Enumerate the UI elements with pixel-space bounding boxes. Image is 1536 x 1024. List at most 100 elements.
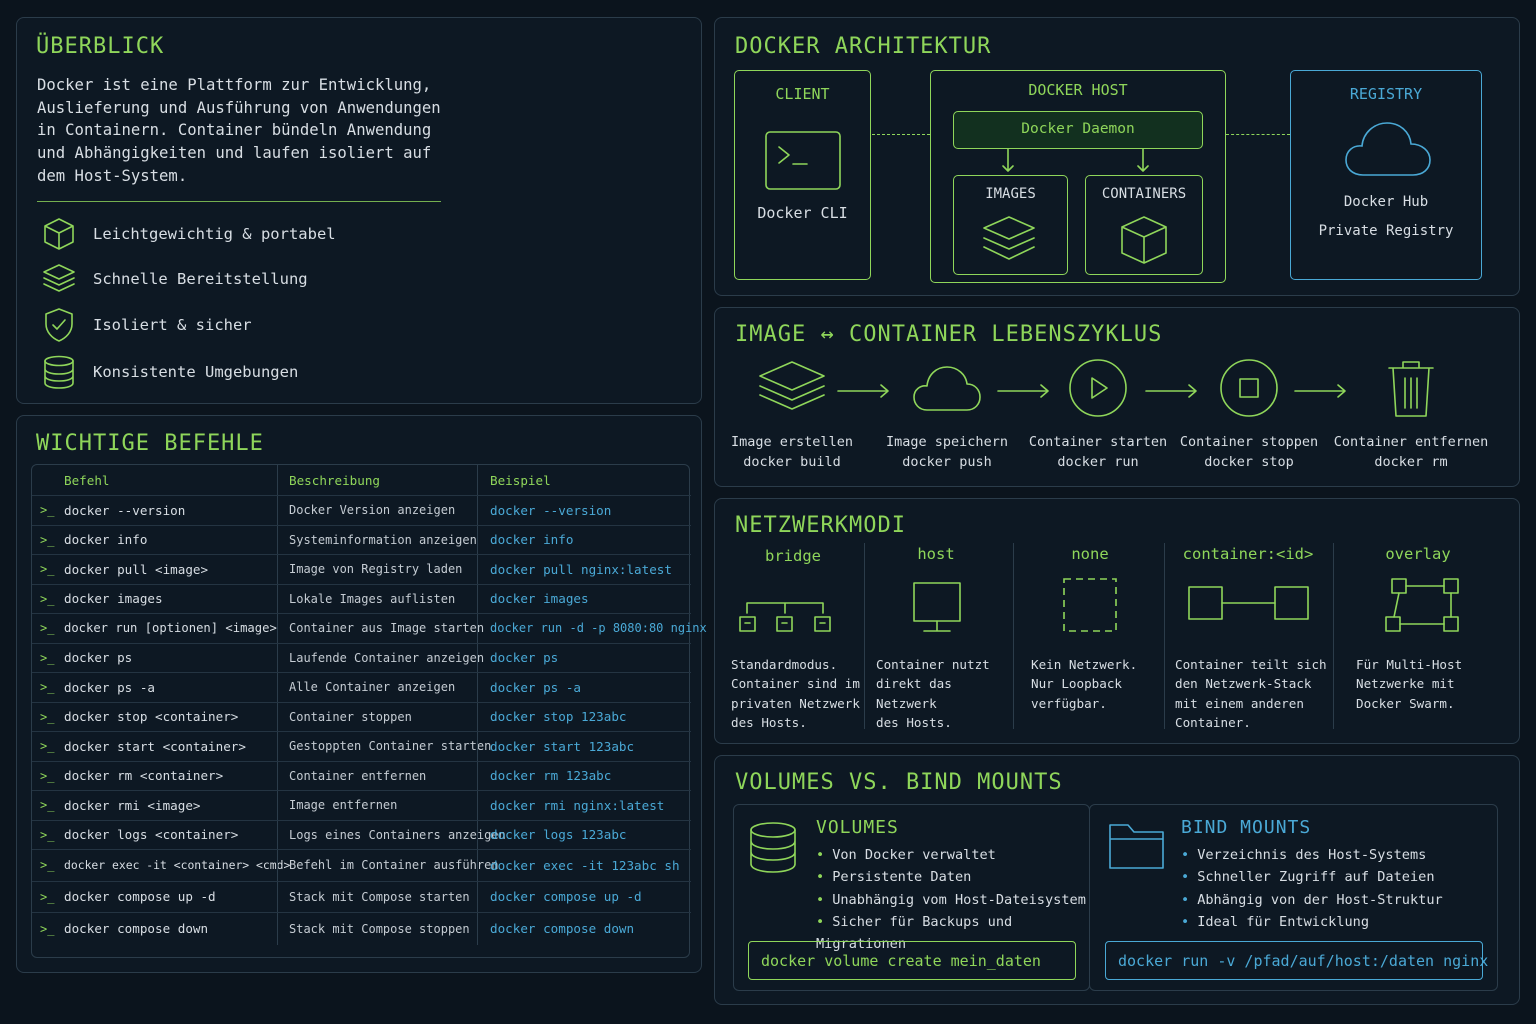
divider [864,543,865,729]
arrow-right-icon [997,384,1049,398]
layers-icon [983,216,1035,260]
arrow-right-icon [1145,384,1197,398]
list-item: Sicher für Backups und Migrationen [816,911,1089,956]
terminal-prompt-icon: >_ [40,798,55,813]
mode-name: container:<id> [1182,545,1314,563]
cloud-icon [913,366,981,411]
arrow-down-icon [1137,148,1149,172]
terminal-icon [765,131,841,190]
list-item: Ideal für Entwicklung [1181,911,1443,933]
connector-line [1226,134,1290,135]
client-box: CLIENT Docker CLI [734,70,871,280]
feature-label: Leichtgewichtig & portabel [93,225,336,243]
docker-host-title: DOCKER HOST [1028,81,1128,99]
terminal-prompt-icon: >_ [40,621,55,636]
command-cell: docker ps -a [64,679,155,695]
terminal-prompt-icon: >_ [40,921,55,936]
desc-line: mit einem anderen [1175,695,1304,711]
description-cell: Alle Container anzeigen [277,673,477,702]
commands-panel: WICHTIGE BEFEHLE Befehl Beschreibung Bei… [16,415,707,973]
desc-line: direkt das Netzwerk [876,676,952,711]
example-cell: docker ps -a [477,673,691,702]
terminal-prompt-icon: >_ [40,650,55,665]
command-cell: docker --version [64,502,186,518]
desc-line: Für Multi-Host [1356,657,1463,672]
command-cell: docker compose up -d [64,889,216,905]
example-cell: docker pull nginx:latest [477,555,691,584]
cloud-icon [1345,122,1431,176]
divider [37,201,441,202]
command-cell: docker exec -it <container> <cmd> [64,858,291,873]
header-beschreibung: Beschreibung [277,465,477,495]
step-label: Container entfernen [1333,434,1489,450]
volume-command: docker volume create mein_daten [748,941,1076,980]
registry-line1: Docker Hub [1343,194,1429,210]
desc-line: Container teilt sich [1175,657,1327,672]
table-row: >_docker stop <container>Container stopp… [32,702,691,732]
description-cell: Stack mit Compose starten [277,881,477,912]
header-beispiel: Beispiel [477,465,691,495]
description-cell: Image von Registry laden [277,555,477,584]
images-box: IMAGES [953,175,1068,275]
mode-description: Container nutzt direkt das Netzwerk des … [876,655,1016,732]
description-cell: Container entfernen [277,761,477,790]
database-icon [750,822,796,873]
command-cell: docker ps [64,650,133,666]
volumes-box-title: VOLUMES [816,817,899,838]
terminal-prompt-icon: >_ [40,858,55,873]
command-cell: docker logs <container> [64,827,239,843]
step-command: docker stop [1204,454,1294,470]
step-label: Container starten [1028,434,1168,450]
description-cell: Befehl im Container ausführen [277,850,499,881]
description-cell: Gestoppten Container starten [277,732,491,761]
overview-title: ÜBERBLICK [36,34,165,59]
docker-daemon-box: Docker Daemon [953,111,1203,149]
feature-item: Schnelle Bereitstellung [41,261,308,297]
feature-item: Konsistente Umgebungen [41,354,298,390]
desc-line: des Hosts. [731,714,807,730]
example-cell: docker logs 123abc [477,820,691,849]
desc-line: Kein Netzwerk. [1031,657,1138,672]
terminal-prompt-icon: >_ [40,889,55,904]
layers-icon [759,361,825,410]
table-row: >_ docker compose up -d Stack mit Compose … [32,881,691,913]
header-befehl: Befehl [64,472,110,488]
mode-name: bridge [765,547,821,565]
terminal-prompt-icon: >_ [40,680,55,695]
desc-line: Standardmodus. [731,657,838,672]
play-icon [1069,359,1127,417]
mode-name: overlay [1385,545,1451,563]
feature-item: Leichtgewichtig & portabel [41,216,336,252]
registry-line2: Private Registry [1318,223,1454,239]
command-cell: docker run [optionen] <image> [64,621,277,636]
example-cell: docker exec -it 123abc sh [477,850,691,881]
example-cell: docker run -d -p 8080:80 nginx [477,614,707,643]
overview-panel: ÜBERBLICK Docker ist eine Plattform zur … [16,17,702,404]
example-cell: docker --version [477,496,691,525]
cube-icon [1121,216,1167,264]
linked-containers-icon [1188,586,1309,620]
command-cell: docker pull <image> [64,561,209,577]
step-command: docker build [743,454,841,470]
example-cell: docker start 123abc [477,732,691,761]
description-cell: Container aus Image starten [277,614,484,643]
terminal-prompt-icon: >_ [40,532,55,547]
command-cell: docker rmi <image> [64,797,201,813]
desc-line: des Hosts. [876,714,952,730]
command-cell: docker compose down [64,921,209,937]
mode-description: Kein Netzwerk. Nur Loopback verfügbar. [1031,655,1137,713]
cube-icon [44,218,74,250]
bridge-network-icon [739,602,831,632]
architecture-title: DOCKER ARCHITEKTUR [735,34,992,59]
terminal-prompt-icon: >_ [40,591,55,606]
mode-description: Für Multi-Host Netzwerke mit Docker Swar… [1356,655,1462,713]
mode-name: none [1071,545,1109,563]
example-cell: docker ps [477,643,691,672]
network-mode-overlay: overlay Für Multi-Host Netzwerke mit Doc… [1356,539,1506,729]
divider [1333,543,1334,729]
terminal-prompt-icon: >_ [40,739,55,754]
step-command: docker run [1057,454,1139,470]
example-cell: docker compose down [477,913,691,945]
